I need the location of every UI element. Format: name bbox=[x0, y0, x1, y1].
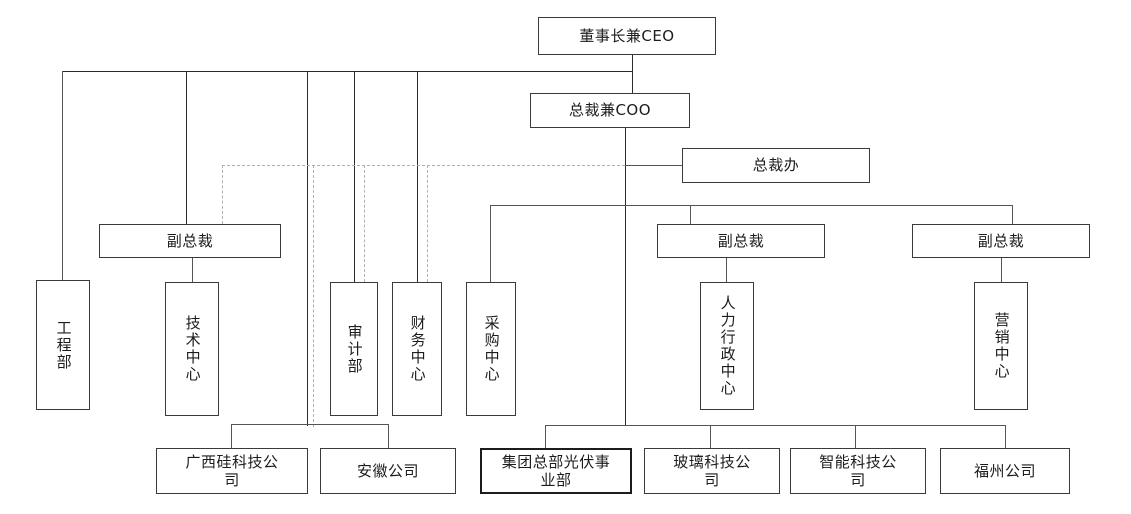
connector-to-president-office bbox=[625, 165, 682, 166]
node-coo-label: 总裁兼COO bbox=[568, 101, 652, 120]
node-president-office-label: 总裁办 bbox=[752, 156, 800, 175]
node-finance-label: 财务中心 bbox=[408, 315, 427, 383]
node-hr-admin-label: 人力行政中心 bbox=[718, 295, 737, 397]
node-tech-center[interactable]: 技术中心 bbox=[165, 282, 219, 416]
node-engineering[interactable]: 工程部 bbox=[36, 280, 90, 410]
connector-drop-procurement bbox=[490, 205, 491, 282]
connector-drop-smart bbox=[855, 425, 856, 448]
connector-vp-hr-to-center bbox=[726, 258, 727, 282]
connector-drop-vp-marketing bbox=[1012, 205, 1013, 224]
node-ceo[interactable]: 董事长兼CEO bbox=[538, 17, 716, 55]
connector-dashed-drop-audit bbox=[364, 165, 365, 282]
node-tech-center-label: 技术中心 bbox=[183, 315, 202, 383]
connector-vp-bus bbox=[490, 205, 1012, 206]
connector-drop-glass bbox=[710, 425, 711, 448]
node-vp-hr-label: 副总裁 bbox=[717, 231, 765, 250]
connector-bottom-left-bus bbox=[231, 424, 388, 425]
node-glass[interactable]: 玻璃科技公 司 bbox=[644, 448, 780, 494]
node-coo[interactable]: 总裁兼COO bbox=[530, 93, 690, 128]
connector-drop-vp-tech bbox=[186, 71, 187, 224]
connector-dashed-drop-finance bbox=[427, 165, 428, 282]
connector-drop-vp-hr bbox=[690, 205, 691, 224]
node-procurement[interactable]: 采购中心 bbox=[466, 282, 516, 416]
connector-drop-engineering bbox=[62, 71, 63, 280]
connector-coo-descender bbox=[625, 128, 626, 426]
node-glass-label: 玻璃科技公 司 bbox=[673, 452, 751, 489]
node-anhui-label: 安徽公司 bbox=[356, 461, 419, 480]
node-finance[interactable]: 财务中心 bbox=[392, 282, 442, 416]
node-guangxi-label: 广西硅科技公 司 bbox=[185, 452, 279, 489]
connector-drop-pv bbox=[545, 425, 546, 448]
node-engineering-label: 工程部 bbox=[54, 319, 73, 371]
node-fuzhou-label: 福州公司 bbox=[973, 461, 1036, 480]
node-procurement-label: 采购中心 bbox=[482, 315, 501, 383]
connector-drop-audit-bus bbox=[307, 71, 308, 426]
connector-dashed-drop-vp-tech bbox=[222, 165, 223, 224]
node-marketing-center[interactable]: 营销中心 bbox=[974, 282, 1028, 410]
connector-drop-guangxi bbox=[231, 424, 232, 448]
connector-ceo-to-coo bbox=[632, 71, 633, 93]
connector-dashed-drop-subsidiary bbox=[313, 165, 314, 427]
node-fuzhou[interactable]: 福州公司 bbox=[940, 448, 1070, 494]
node-smart[interactable]: 智能科技公 司 bbox=[790, 448, 926, 494]
node-vp-marketing-label: 副总裁 bbox=[977, 231, 1025, 250]
connector-top-bus bbox=[62, 71, 632, 72]
node-vp-hr[interactable]: 副总裁 bbox=[657, 224, 825, 258]
connector-vp-tech-to-center bbox=[192, 258, 193, 282]
node-hr-admin[interactable]: 人力行政中心 bbox=[700, 282, 754, 410]
node-pv-division-label: 集团总部光伏事 业部 bbox=[501, 452, 611, 489]
node-president-office[interactable]: 总裁办 bbox=[682, 148, 870, 183]
node-vp-tech-label: 副总裁 bbox=[166, 231, 214, 250]
connector-bottom-right-bus bbox=[545, 425, 1005, 426]
connector-ceo-down bbox=[632, 55, 633, 71]
connector-drop-audit bbox=[354, 71, 355, 282]
node-smart-label: 智能科技公 司 bbox=[819, 452, 897, 489]
node-vp-tech[interactable]: 副总裁 bbox=[99, 224, 281, 258]
connector-dashed-bus bbox=[222, 165, 625, 166]
node-audit-label: 审计部 bbox=[345, 323, 364, 375]
node-anhui[interactable]: 安徽公司 bbox=[320, 448, 456, 494]
node-pv-division[interactable]: 集团总部光伏事 业部 bbox=[480, 448, 632, 494]
connector-vp-marketing-to-center bbox=[1001, 258, 1002, 282]
connector-drop-finance bbox=[417, 71, 418, 282]
node-guangxi[interactable]: 广西硅科技公 司 bbox=[156, 448, 308, 494]
node-ceo-label: 董事长兼CEO bbox=[579, 26, 675, 45]
node-audit[interactable]: 审计部 bbox=[330, 282, 378, 416]
node-marketing-center-label: 营销中心 bbox=[992, 312, 1011, 380]
node-vp-marketing[interactable]: 副总裁 bbox=[912, 224, 1090, 258]
connector-drop-anhui bbox=[388, 424, 389, 448]
connector-drop-fuzhou bbox=[1005, 425, 1006, 448]
